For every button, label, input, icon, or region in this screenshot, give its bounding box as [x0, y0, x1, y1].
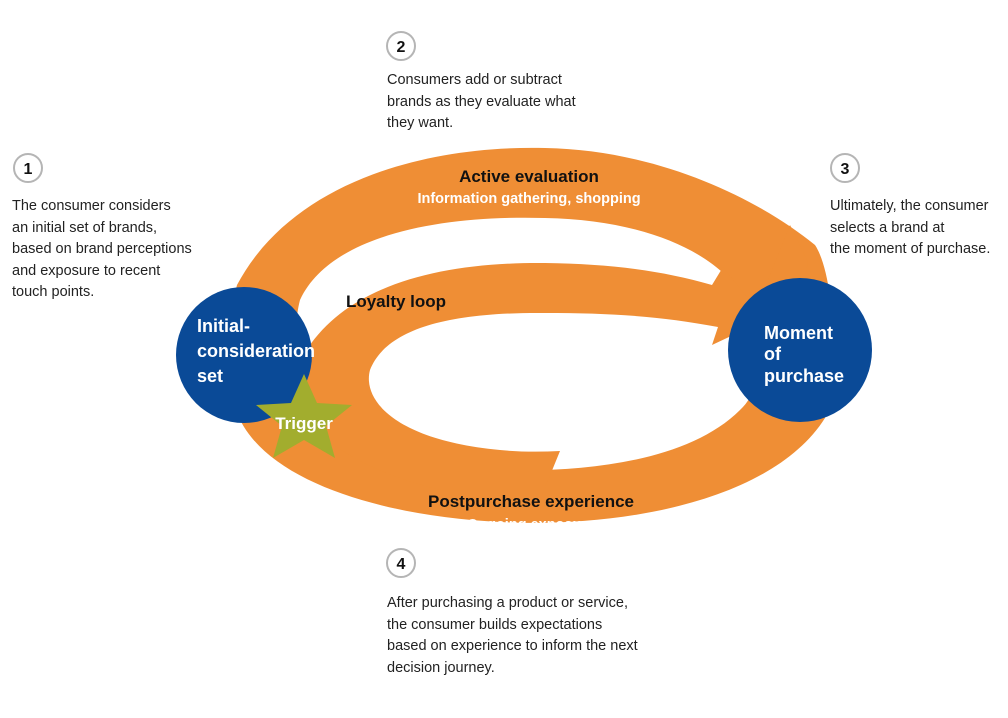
- step-3-badge: 3: [830, 153, 860, 183]
- postpurchase-experience-subtitle: Ongoing exposure: [467, 517, 595, 533]
- step-4-number: 4: [397, 556, 406, 573]
- trigger-label: Trigger: [275, 414, 333, 433]
- active-evaluation-title: Active evaluation: [459, 167, 599, 186]
- step-1-description: The consumer considers an initial set of…: [12, 198, 192, 300]
- step-3-description: Ultimately, the consumer selects a brand…: [830, 198, 991, 257]
- step-4-description: After purchasing a product or service, t…: [387, 595, 638, 676]
- postpurchase-experience-title: Postpurchase experience: [428, 492, 634, 511]
- initial-consideration-label: Initial- consideration set: [197, 316, 320, 386]
- step-2-description: Consumers add or subtract brands as they…: [387, 72, 576, 131]
- moment-of-purchase-circle: [728, 278, 872, 422]
- step-1-badge: 1: [13, 153, 43, 183]
- step-2-number: 2: [397, 39, 406, 56]
- step-4-badge: 4: [386, 548, 416, 578]
- loyalty-loop: [301, 262, 765, 501]
- trigger-star-icon: [256, 374, 352, 458]
- moment-of-purchase-label: Moment of purchase: [764, 323, 844, 386]
- step-2-badge: 2: [386, 31, 416, 61]
- outer-loop: [231, 147, 834, 523]
- step-1-number: 1: [24, 161, 33, 178]
- active-evaluation-subtitle: Information gathering, shopping: [417, 191, 640, 207]
- loyalty-loop-label: Loyalty loop: [346, 292, 446, 311]
- initial-consideration-circle: [176, 287, 312, 423]
- step-3-number: 3: [841, 161, 850, 178]
